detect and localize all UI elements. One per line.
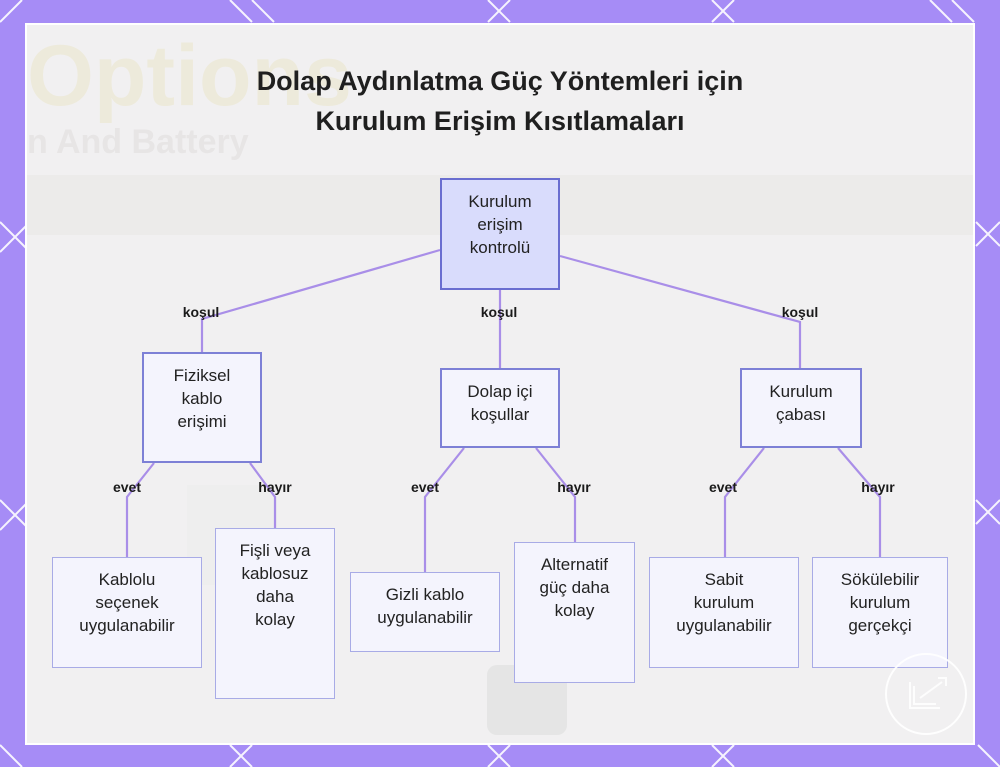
edge-root-physical [202, 250, 440, 352]
edge-cabinet-hidden [425, 448, 464, 572]
node-alternative-power-easier: Alternatif güç daha kolay [514, 542, 635, 683]
edge-effort-removable [838, 448, 880, 557]
edge-root-effort [560, 256, 800, 368]
edit-badge-icon [884, 652, 968, 736]
edge-label-no-1: hayır [258, 479, 291, 495]
edge-label-condition-1: koşul [183, 304, 220, 320]
node-cabinet-conditions: Dolap içi koşullar [440, 368, 560, 448]
edge-label-condition-2: koşul [481, 304, 518, 320]
node-installation-effort: Kurulum çabası [740, 368, 862, 448]
edge-label-yes-3: evet [709, 479, 737, 495]
node-root-installation-access: Kurulum erişim kontrolü [440, 178, 560, 290]
edge-label-yes-1: evet [113, 479, 141, 495]
edge-label-condition-3: koşul [782, 304, 819, 320]
edge-effort-fixed [725, 448, 764, 557]
node-hidden-cable-applicable: Gizli kablo uygulanabilir [350, 572, 500, 652]
edge-cabinet-alt [536, 448, 575, 542]
edge-label-yes-2: evet [411, 479, 439, 495]
node-physical-cable-access: Fiziksel kablo erişimi [142, 352, 262, 463]
edge-physical-wired [127, 463, 154, 557]
edge-physical-plugin [250, 463, 275, 528]
node-fixed-install-applicable: Sabit kurulum uygulanabilir [649, 557, 799, 668]
node-wired-applicable: Kablolu seçenek uygulanabilir [52, 557, 202, 668]
node-plugin-wireless-easier: Fişli veya kablosuz daha kolay [215, 528, 335, 699]
edge-label-no-2: hayır [557, 479, 590, 495]
edge-label-no-3: hayır [861, 479, 894, 495]
